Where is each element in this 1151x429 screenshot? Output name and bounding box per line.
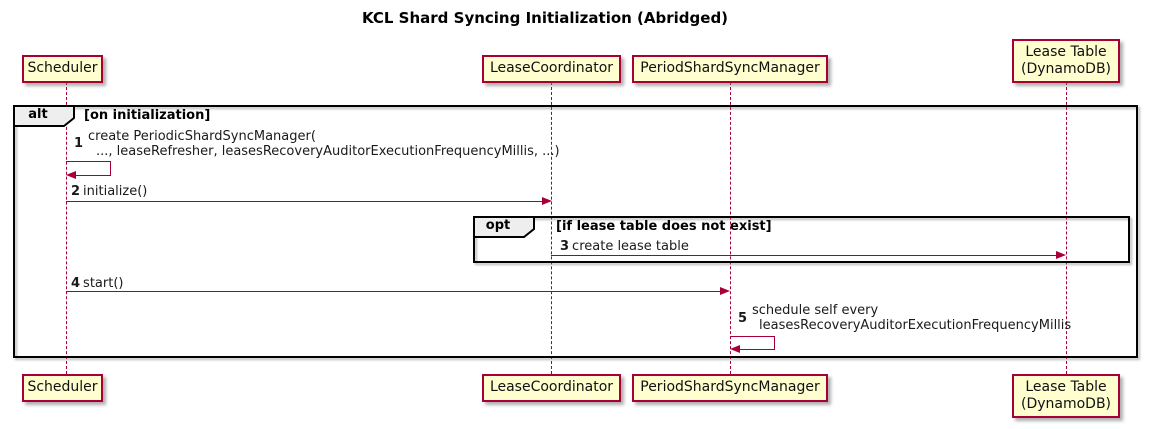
participant-box-lease-table-top: Lease Table(DynamoDB) — [1012, 39, 1120, 83]
lease-table-line1: Lease Table — [1025, 43, 1107, 60]
message-5-line1: schedule self every — [752, 303, 879, 318]
opt-operator-label: opt — [485, 218, 511, 233]
message-3-line — [551, 255, 1057, 257]
participant-box-lease-table-bottom: Lease Table(DynamoDB) — [1012, 374, 1120, 418]
participant-label: Scheduler — [27, 379, 98, 396]
lifeline-lease-table — [1066, 82, 1067, 374]
message-5-line2: leasesRecoveryAuditorExecutionFrequencyM… — [759, 318, 1072, 333]
participant-label: PeriodShardSyncManager — [640, 379, 820, 396]
message-1-line2: ..., leaseRefresher, leasesRecoveryAudit… — [96, 144, 560, 159]
arrowhead-right-icon — [1056, 251, 1066, 259]
participant-label: LeaseCoordinator — [489, 379, 614, 396]
alt-frame — [13, 105, 1138, 358]
message-1-loop-bottom — [75, 175, 111, 177]
message-3-text: create lease table — [572, 239, 689, 254]
participant-box-period-shard-sync-manager-top: PeriodShardSyncManager — [632, 55, 828, 83]
message-5-loop-bottom — [739, 349, 775, 351]
message-5-number: 5 — [738, 311, 748, 326]
opt-operator-pentagon: opt — [473, 216, 536, 238]
lease-table-line1: Lease Table — [1025, 378, 1107, 395]
message-1-line1: create PeriodicShardSyncManager( — [88, 129, 316, 144]
message-4-number: 4 — [71, 276, 81, 291]
arrowhead-right-icon — [720, 287, 730, 295]
message-1-loop-top — [66, 161, 111, 163]
message-5-loop-top — [730, 336, 775, 338]
alt-operator-label: alt — [28, 107, 48, 122]
lifeline-period-shard-sync-manager — [730, 82, 731, 374]
participant-label: Scheduler — [27, 60, 98, 77]
participant-label: Lease Table(DynamoDB) — [1021, 44, 1111, 79]
message-1-number: 1 — [74, 136, 84, 151]
pentagon-shape-icon — [13, 105, 75, 127]
lease-table-line2: (DynamoDB) — [1020, 61, 1112, 77]
participant-label: Lease Table(DynamoDB) — [1021, 379, 1111, 414]
message-4-line — [66, 291, 721, 293]
participant-box-scheduler-bottom: Scheduler — [22, 374, 103, 402]
message-1-loop-right — [110, 161, 112, 176]
alt-condition: [on initialization] — [84, 108, 211, 123]
arrowhead-left-icon — [66, 171, 76, 179]
message-2-line — [66, 201, 543, 203]
message-4-text: start() — [83, 276, 124, 291]
arrowhead-right-icon — [542, 197, 552, 205]
participant-box-lease-coordinator-bottom: LeaseCoordinator — [482, 374, 621, 402]
message-3-number: 3 — [560, 239, 570, 254]
arrowhead-left-icon — [730, 345, 740, 353]
lifeline-lease-coordinator — [551, 82, 552, 374]
message-2-number: 2 — [71, 184, 81, 199]
lifeline-scheduler — [66, 82, 67, 374]
lease-table-line2: (DynamoDB) — [1020, 396, 1112, 412]
opt-condition: [if lease table does not exist] — [556, 219, 772, 234]
participant-label: PeriodShardSyncManager — [640, 60, 820, 77]
message-2-text: initialize() — [83, 184, 148, 199]
message-5-loop-right — [774, 336, 776, 350]
participant-box-lease-coordinator-top: LeaseCoordinator — [482, 55, 621, 83]
participant-box-period-shard-sync-manager-bottom: PeriodShardSyncManager — [632, 374, 828, 402]
participant-box-scheduler-top: Scheduler — [22, 55, 103, 83]
diagram-title: KCL Shard Syncing Initialization (Abridg… — [361, 9, 729, 27]
participant-label: LeaseCoordinator — [489, 60, 614, 77]
pentagon-shape-icon — [473, 216, 535, 238]
alt-operator-pentagon: alt — [13, 105, 76, 127]
opt-frame — [473, 216, 1130, 263]
